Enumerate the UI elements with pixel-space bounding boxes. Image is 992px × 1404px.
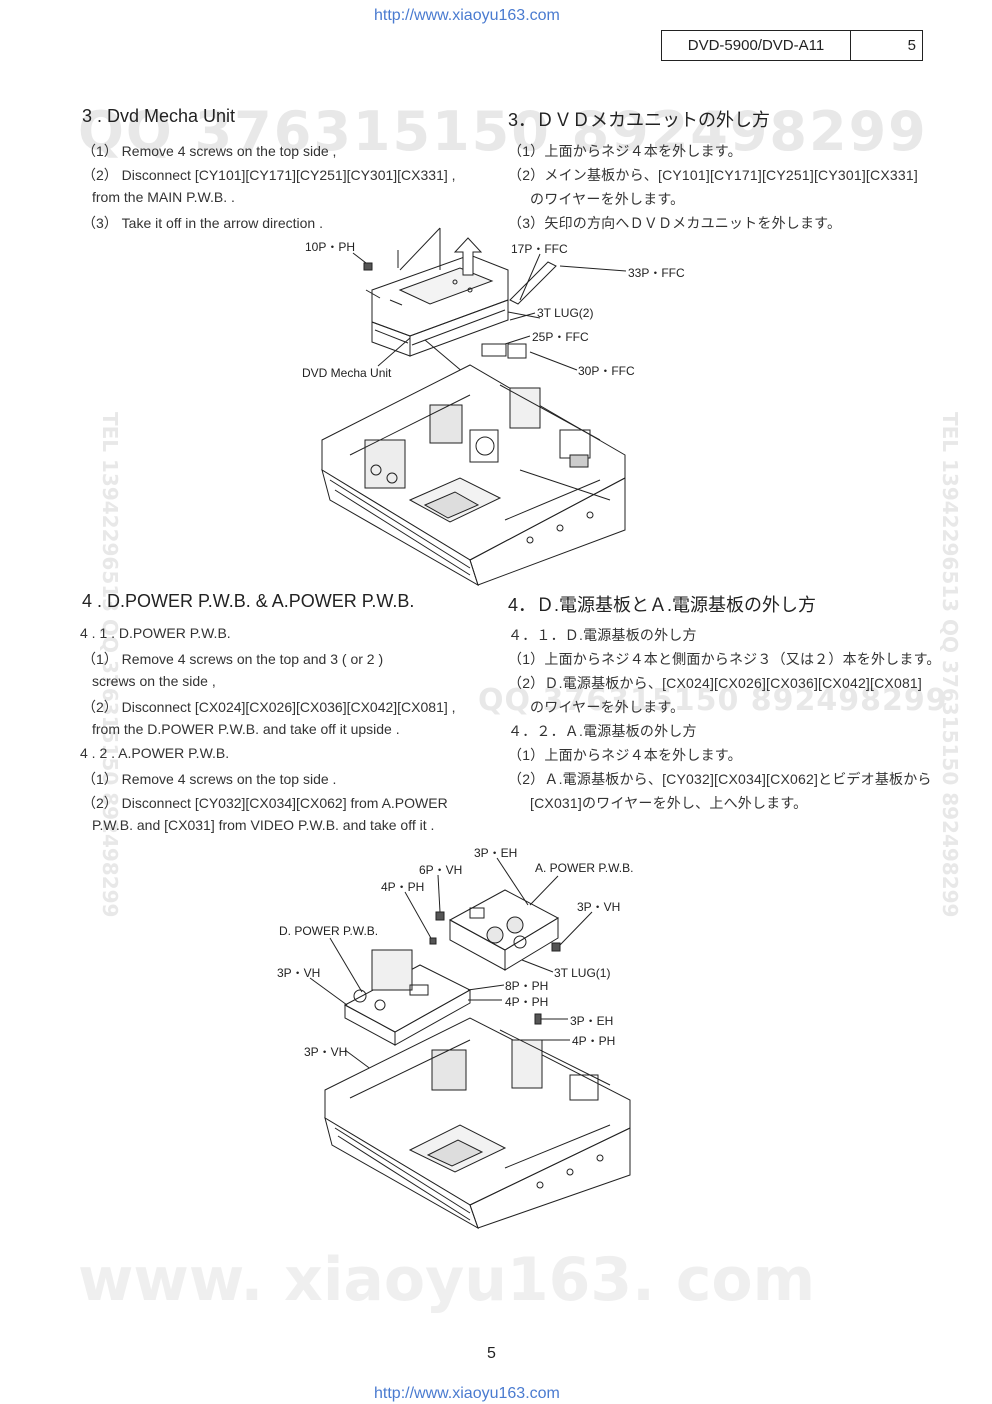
sec3-step-en-2b: from the MAIN P.W.B. . xyxy=(92,189,235,205)
header-page-number: 5 xyxy=(907,37,916,54)
sec3-step-en-2: （2） Disconnect [CY101][CY171][CY251][CY3… xyxy=(82,167,456,183)
sec4-step-jp-1: ４．１．Ｄ.電源基板の外し方 xyxy=(508,627,697,643)
sec4-step-jp-5: ４．２．Ａ.電源基板の外し方 xyxy=(508,723,697,739)
label-d-power-pwb: D. POWER P.W.B. xyxy=(279,924,379,938)
sec4-step-jp-3: （2）Ｄ.電源基板から、[CX024][CX026][CX036][CX042]… xyxy=(508,675,923,691)
label-3p-eh-bottom: 3P・EH xyxy=(570,1014,614,1028)
watermark-qq-top: QQ 376315150 892498299 xyxy=(78,100,928,163)
main-chassis-drawing xyxy=(321,364,626,587)
sec3-title-jp: 3．ＤＶＤメカユニットの外し方 xyxy=(508,110,771,130)
label-25p-ffc: 25P・FFC xyxy=(532,330,589,344)
sec4-step-en-2: （1） Remove 4 screws on the top and 3 ( o… xyxy=(82,651,384,667)
sec3-step-en-3: （3） Take it off in the arrow direction . xyxy=(82,215,323,231)
label-30p-ffc: 30P・FFC xyxy=(578,364,635,378)
bottom-url-link[interactable]: http://www.xiaoyu163.com xyxy=(374,1385,560,1402)
sec4-step-jp-4: のワイヤーを外します。 xyxy=(530,699,685,715)
sec4-step-en-6: 4 . 2 . A.POWER P.W.B. xyxy=(80,745,230,761)
lift-arrow xyxy=(453,237,483,276)
label-dvd-mecha-unit: DVD Mecha Unit xyxy=(302,366,392,380)
label-10p-ph: 10P・PH xyxy=(305,240,356,254)
sec4-step-jp-2: （1）上面からネジ４本と側面からネジ３（又は２）本を外します。 xyxy=(508,651,941,667)
sec4-title-jp: 4．Ｄ.電源基板とＡ.電源基板の外し方 xyxy=(508,595,817,615)
sec3-step-jp-3: （3）矢印の方向へＤＶＤメカユニットを外します。 xyxy=(508,215,842,231)
label-3t-lug-1: 3T LUG(1) xyxy=(554,966,611,980)
label-4p-ph-bottom: 4P・PH xyxy=(572,1034,616,1048)
dvd-mecha-unit-drawing xyxy=(365,254,509,357)
label-6p-vh: 6P・VH xyxy=(419,863,463,877)
label-3p-vh-right: 3P・VH xyxy=(577,900,621,914)
sec4-step-jp-6: （1）上面からネジ４本を外します。 xyxy=(508,747,742,763)
sec4-step-jp-7: （2）Ａ.電源基板から、[CY032][CX034][CX062]とビデオ基板か… xyxy=(508,771,932,787)
label-17p-ffc: 17P・FFC xyxy=(511,242,568,256)
sec4-step-en-4: （2） Disconnect [CX024][CX026][CX036][CX0… xyxy=(82,699,456,715)
label-4p-ph-mid: 4P・PH xyxy=(505,995,549,1009)
sec4-step-en-5: from the D.POWER P.W.B. and take off it … xyxy=(92,721,400,737)
page-header-box: DVD-5900/DVD-A11 5 xyxy=(661,30,923,61)
label-4p-ph-top: 4P・PH xyxy=(381,880,425,894)
a-power-pwb-drawing xyxy=(448,889,560,971)
d-power-pwb-drawing xyxy=(343,949,472,1046)
watermark-qq-mid: QQ 376315150 892498299 xyxy=(478,683,948,718)
sec4-title-en: 4 . D.POWER P.W.B. & A.POWER P.W.B. xyxy=(82,591,415,611)
sec4-step-jp-8: [CX031]のワイヤーを外し、上へ外します。 xyxy=(530,795,808,811)
label-33p-ffc: 33P・FFC xyxy=(628,266,685,280)
sec4-step-en-8: （2） Disconnect [CY032][CX034][CX062] fro… xyxy=(82,795,448,811)
sec3-step-jp-1: （1）上面からネジ４本を外します。 xyxy=(508,143,742,159)
top-url-link[interactable]: http://www.xiaoyu163.com xyxy=(374,7,560,24)
label-3p-eh-top: 3P・EH xyxy=(474,846,518,860)
sec3-step-jp-2: （2）メイン基板から、[CY101][CY171][CY251][CY301][… xyxy=(508,167,918,183)
sec4-step-en-1: 4 . 1 . D.POWER P.W.B. xyxy=(80,625,231,641)
sec3-step-en-1: （1） Remove 4 screws on the top side , xyxy=(82,143,337,159)
sec4-step-en-3: screws on the side , xyxy=(92,673,216,689)
label-3p-vh-bottom: 3P・VH xyxy=(304,1045,348,1059)
watermark-big: www. xiaoyu163. com xyxy=(78,1245,816,1315)
sec4-step-en-9: P.W.B. and [CX031] from VIDEO P.W.B. and… xyxy=(92,817,435,833)
label-a-power-pwb: A. POWER P.W.B. xyxy=(535,861,634,875)
sec4-step-en-7: （1） Remove 4 screws on the top side . xyxy=(82,771,337,787)
model-label: DVD-5900/DVD-A11 xyxy=(662,31,851,60)
footer-page-number: 5 xyxy=(487,1345,496,1362)
label-3p-vh-left: 3P・VH xyxy=(277,966,321,980)
label-3t-lug-2: 3T LUG(2) xyxy=(537,306,594,320)
main-chassis-drawing-2 xyxy=(324,1017,631,1230)
label-8p-ph: 8P・PH xyxy=(505,979,549,993)
sec3-step-jp-2b: のワイヤーを外します。 xyxy=(530,191,685,207)
sec3-title-en: 3 . Dvd Mecha Unit xyxy=(82,106,236,126)
